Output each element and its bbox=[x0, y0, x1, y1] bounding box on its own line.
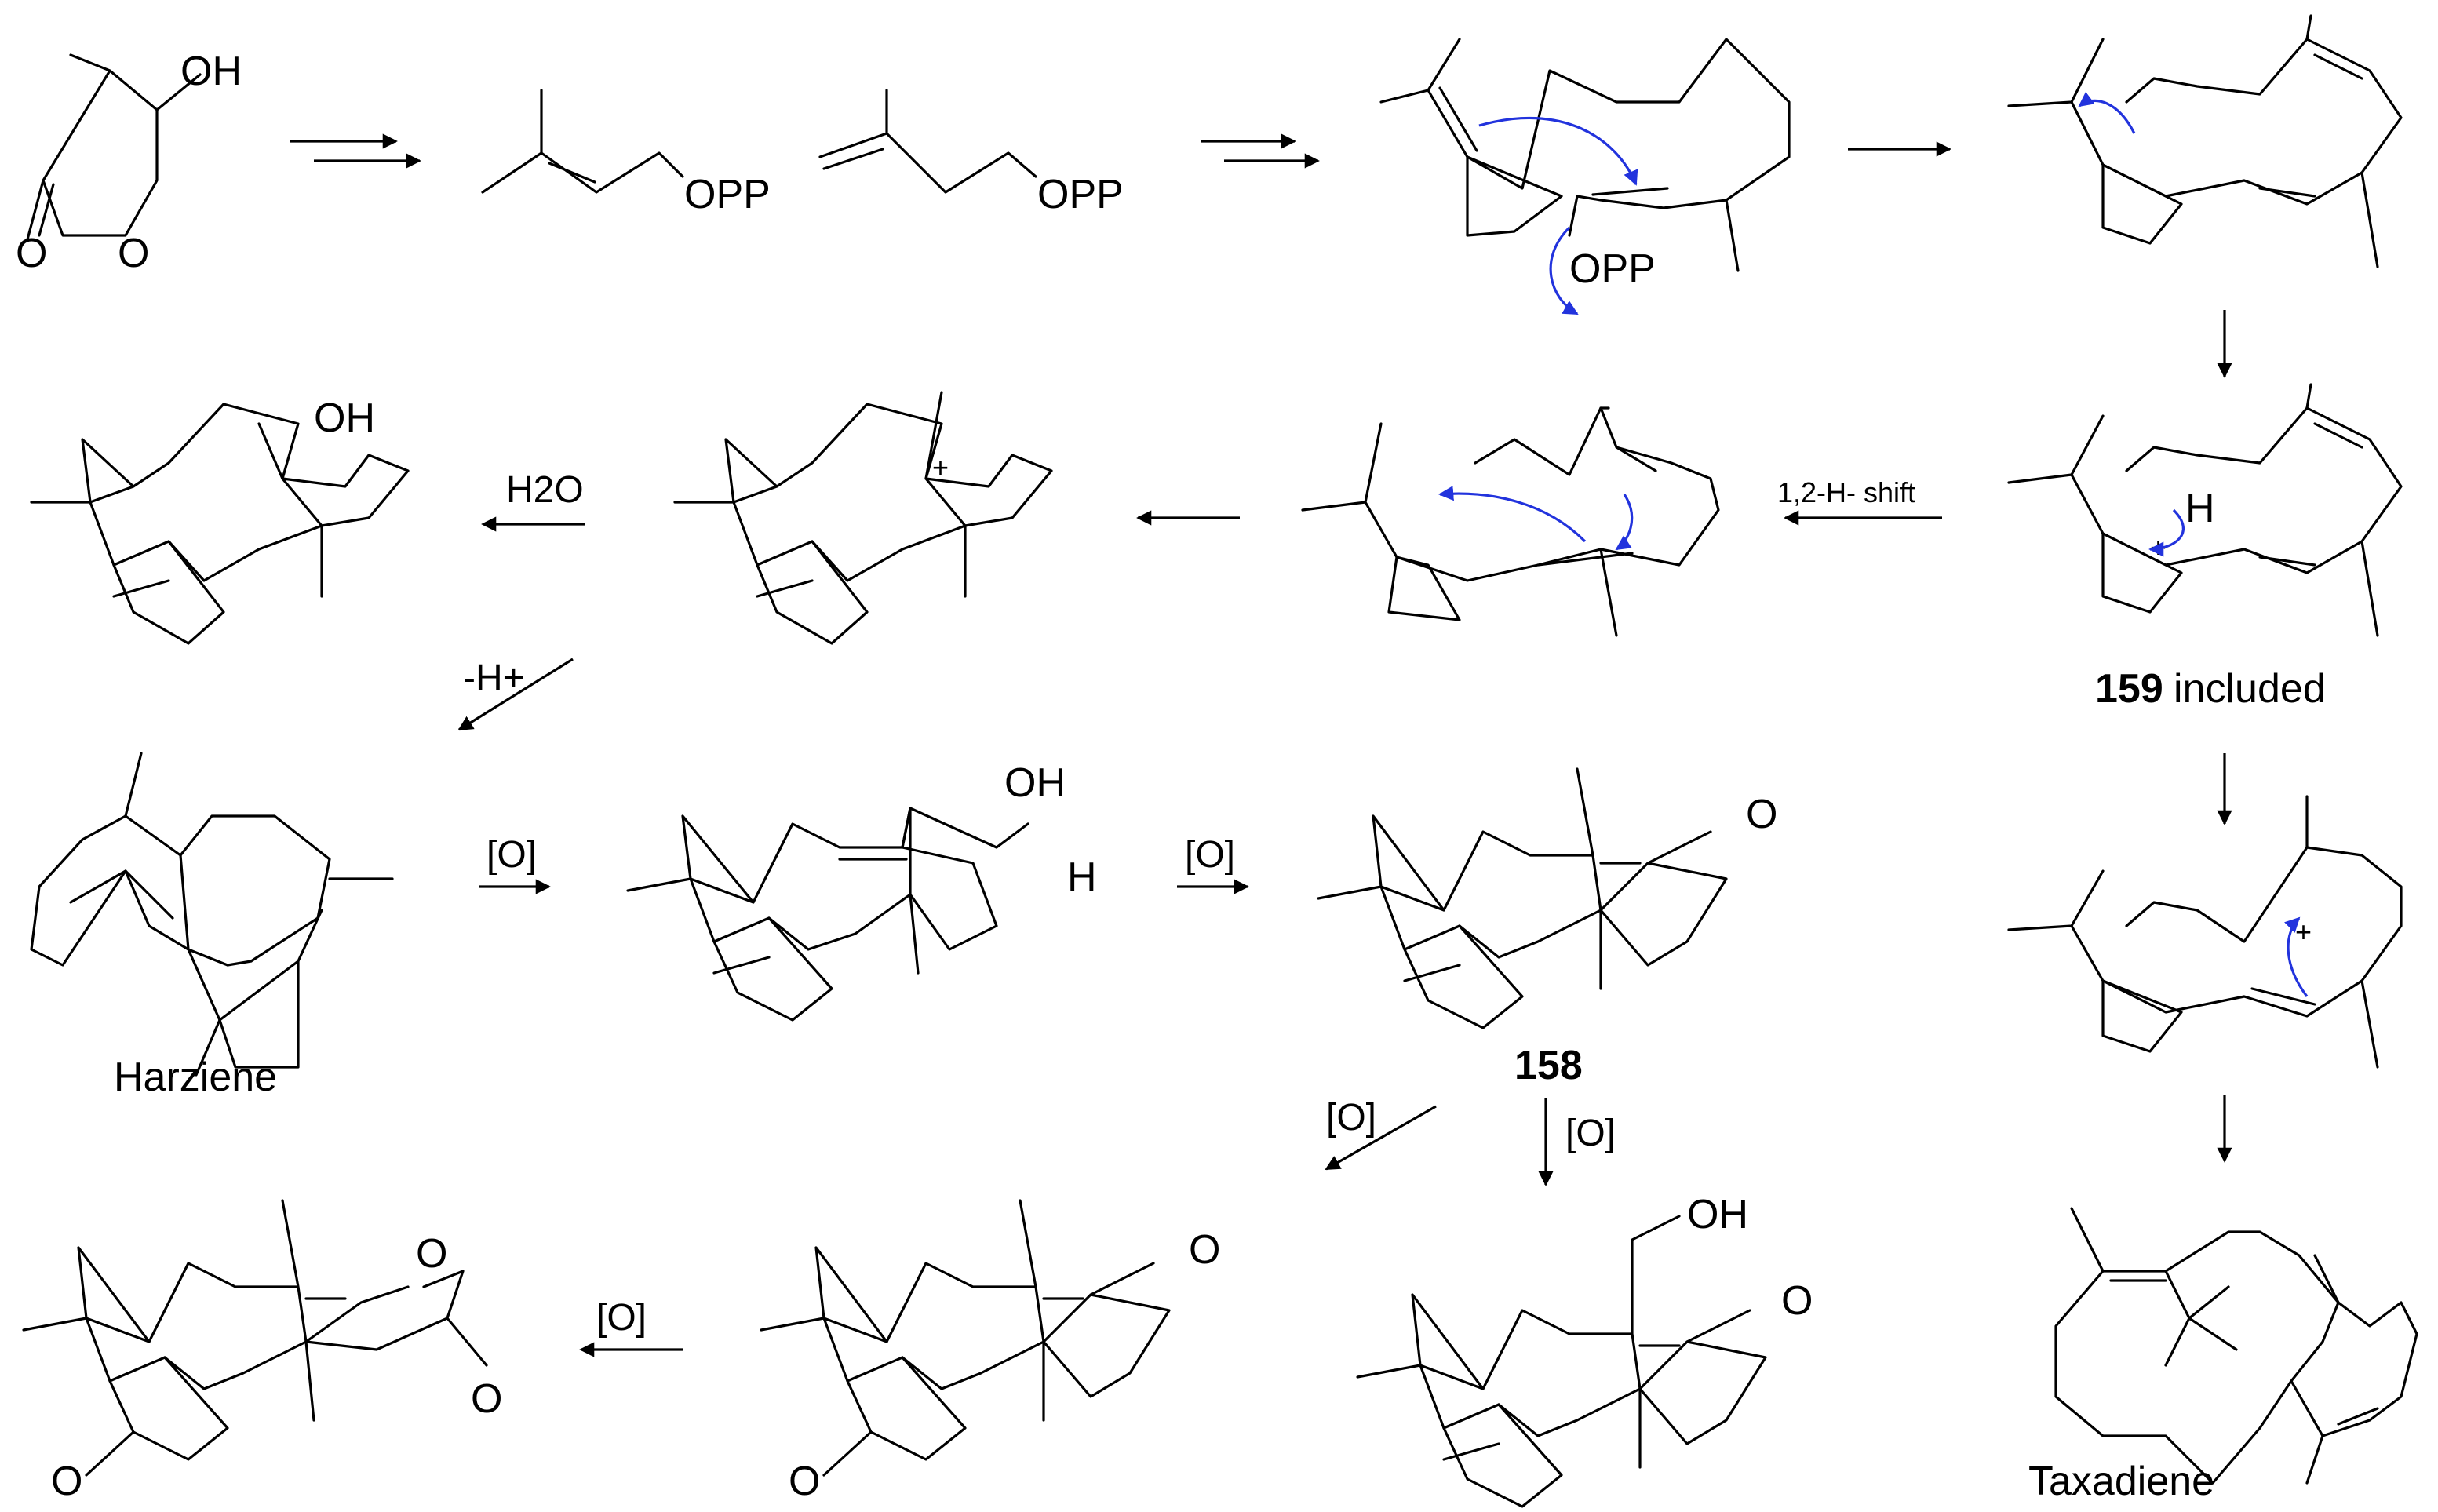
dmapp-opp-label: OPP bbox=[684, 172, 771, 217]
ketone-158-structure: O 158 bbox=[1317, 767, 1777, 1088]
allylic-h-label: H bbox=[1067, 854, 1097, 900]
hydride-shift-label: 1,2-H- shift bbox=[1777, 476, 1915, 508]
diketone-oxygen-1: O bbox=[1189, 1227, 1220, 1273]
taxadiene-label: Taxadiene bbox=[2028, 1459, 2214, 1504]
ipp-opp-label: OPP bbox=[1037, 172, 1124, 217]
label-159-group: 159 included bbox=[2095, 666, 2326, 712]
hydroxymethyl-enone-structure: OH O bbox=[1356, 1192, 1813, 1508]
intermediate-159-structure: H + bbox=[2007, 383, 2403, 637]
intermediate-cation-a bbox=[2007, 14, 2403, 268]
oxidation-label-5: [O] bbox=[596, 1297, 647, 1339]
taxadiene-structure: Taxadiene bbox=[2028, 1207, 2418, 1504]
cation-plus-label: + bbox=[932, 451, 949, 483]
taxadiene-precursor-cation: + bbox=[2007, 795, 2403, 1069]
oxidation-arrows-from-158: [O] [O] bbox=[1325, 1097, 1616, 1186]
diketone-oxygen-2: O bbox=[789, 1459, 820, 1504]
allylic-oh-label: OH bbox=[1004, 760, 1066, 806]
deprotonation-arrow: -H+ bbox=[457, 658, 574, 731]
harziene-label: Harziene bbox=[114, 1055, 277, 1100]
deprotonation-label: -H+ bbox=[463, 658, 525, 699]
tertiary-cation-structure: + bbox=[673, 391, 1053, 645]
compound-159-number: 159 bbox=[2095, 666, 2163, 712]
hydroxymethyl-oh-label: OH bbox=[1687, 1192, 1748, 1237]
mevalonolactone-structure: OH O O bbox=[16, 49, 242, 276]
allylic-alcohol-structure: OH H bbox=[626, 760, 1097, 1022]
hydride-shift-arrow: 1,2-H- shift bbox=[1777, 476, 1942, 526]
ggpp-opp-label: OPP bbox=[1569, 246, 1656, 292]
harziene-structure: Harziene bbox=[30, 752, 394, 1100]
lactone-ring-oxygen: O bbox=[416, 1231, 447, 1277]
water-arrow: H2O bbox=[481, 469, 585, 532]
oxidation-arrow-1: [O] bbox=[479, 834, 551, 894]
lactone-carbonyl-oxygen: O bbox=[471, 1376, 502, 1422]
diketone-structure: O O bbox=[760, 1199, 1220, 1504]
migrating-hydrogen-label: H bbox=[2185, 486, 2215, 531]
oxidation-label-1: [O] bbox=[487, 834, 537, 876]
oxidation-label-3: [O] bbox=[1326, 1097, 1376, 1139]
shifted-cation-structure bbox=[1301, 406, 1720, 637]
ring-oxygen-label: O bbox=[118, 231, 149, 276]
oxidation-arrow-5: [O] bbox=[579, 1297, 683, 1357]
alcohol-oh-label: OH bbox=[314, 395, 375, 441]
lactone-ketone-oxygen: O bbox=[51, 1459, 82, 1504]
ggpp-structure: OPP bbox=[1379, 38, 1791, 315]
alcohol-intermediate-structure: OH bbox=[30, 395, 410, 645]
oxidation-label-4: [O] bbox=[1565, 1113, 1616, 1154]
oxidation-arrow-2: [O] bbox=[1177, 834, 1249, 894]
dmapp-structure: OPP bbox=[481, 89, 771, 217]
hydroxymethyl-enone-oxygen: O bbox=[1781, 1278, 1813, 1324]
carbonyl-oxygen-label: O bbox=[16, 231, 47, 276]
double-arrow-2 bbox=[1201, 133, 1320, 169]
double-arrow-1 bbox=[290, 133, 421, 169]
ipp-structure: OPP bbox=[818, 89, 1124, 217]
ketone-158-oxygen: O bbox=[1746, 792, 1777, 837]
lactone-structure: O O O bbox=[22, 1199, 502, 1504]
hydroxyl-label: OH bbox=[180, 49, 242, 94]
water-label: H2O bbox=[506, 469, 584, 511]
oxidation-label-2: [O] bbox=[1185, 834, 1235, 876]
compound-159-suffix: included bbox=[2174, 666, 2326, 712]
compound-158-label: 158 bbox=[1514, 1043, 1583, 1088]
